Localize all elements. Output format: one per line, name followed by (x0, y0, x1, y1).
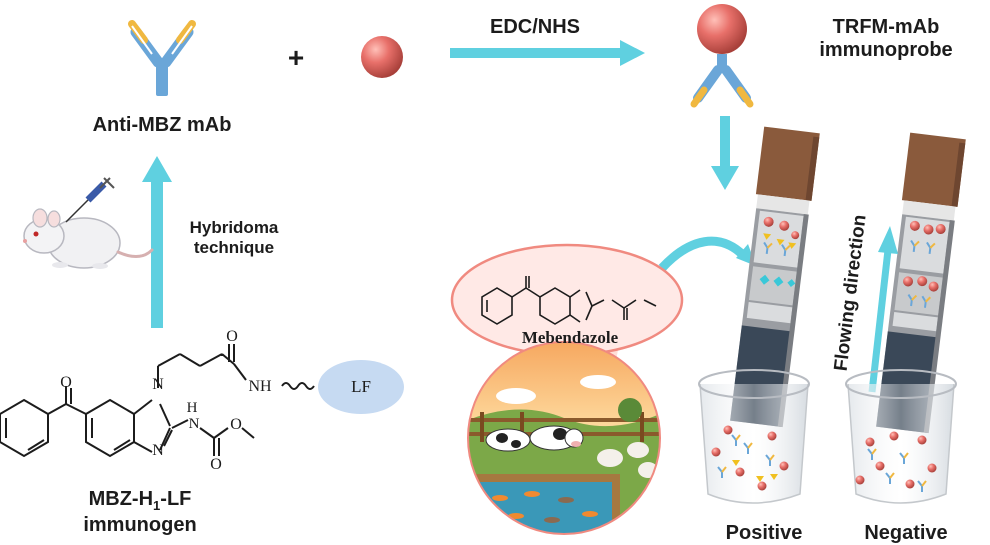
positive-strip (730, 126, 820, 428)
immunogen-structure (0, 344, 315, 458)
atom-o-ester: O (230, 416, 242, 433)
atom-o-ketone: O (60, 374, 72, 391)
immunogen-name-b: -LF (160, 488, 192, 510)
immunogen-label: MBZ-H1-LF immunogen (40, 488, 240, 537)
hybridoma-label-line2: technique (193, 237, 275, 257)
mouse-icon (23, 208, 154, 269)
antibody-label: Anti-MBZ mAb (92, 114, 232, 136)
mebendazole-label: Mebendazole (521, 328, 619, 347)
atom-n-carbamate: N (188, 416, 200, 432)
farm-scene (468, 342, 660, 534)
flow-arrow (868, 226, 898, 393)
immunogen-name-a: MBZ-H (88, 488, 154, 510)
mebendazole-structure (481, 276, 657, 325)
positive-beaker (698, 369, 810, 504)
probe-label-line1: TRFM-mAb (832, 16, 940, 38)
lf-carrier (318, 360, 404, 414)
microsphere-icon (361, 36, 403, 78)
hybridoma-label: Hybridoma technique (174, 218, 294, 257)
atom-o-amide: O (226, 328, 238, 345)
atom-n1: N (152, 376, 164, 393)
immunoprobe-icon (690, 4, 754, 108)
hybridoma-arrow (142, 156, 172, 328)
probe-label: TRFM-mAb immunoprobe (786, 16, 986, 62)
hybridoma-label-line1: Hybridoma (189, 218, 279, 237)
positive-label: Positive (725, 522, 803, 544)
immunogen-label-line2: immunogen (83, 513, 197, 536)
immunogen-subscript: 1 (153, 498, 161, 513)
probe-to-strip-arrow (711, 116, 739, 190)
atom-nh-amide: NH (248, 378, 272, 395)
sample-arrow (658, 236, 748, 272)
negative-label: Negative (864, 522, 948, 544)
reaction-label: EDC/NHS (489, 16, 580, 38)
syringe-icon (65, 177, 115, 223)
negative-beaker (845, 369, 957, 504)
probe-label-line2: immunoprobe (819, 39, 953, 61)
antibody-icon (128, 20, 196, 96)
plus-sign: + (287, 42, 305, 73)
negative-strip (876, 132, 966, 434)
lf-label: LF (351, 377, 371, 396)
immunogen-label-line1: MBZ-H1-LF (40, 488, 240, 514)
atom-o-carbonyl: O (210, 456, 222, 473)
atom-h-carbamate: H (186, 400, 198, 416)
atom-n3: N (152, 442, 164, 459)
reaction-arrow (450, 40, 645, 66)
